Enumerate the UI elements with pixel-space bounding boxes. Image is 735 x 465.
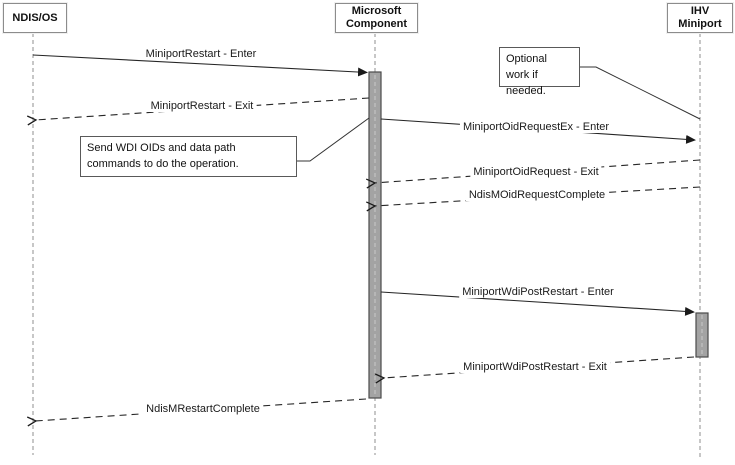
message-label-ndis-m-restart-complete: NdisMRestartComplete — [143, 403, 263, 415]
note-connector-optional-work — [580, 66, 701, 120]
note-send-wdi-oids: Send WDI OIDs and data path commands to … — [80, 136, 297, 177]
activation-bar-microsoft-component — [368, 71, 382, 399]
message-label-miniport-restart-exit: MiniportRestart - Exit — [147, 100, 257, 112]
message-line-miniport-wdi-post-restart-enter — [380, 291, 695, 316]
actor-box-ndis-os: NDIS/OS — [3, 3, 67, 33]
actor-box-ihv-miniport: IHV Miniport — [667, 3, 733, 33]
message-line-miniport-wdi-post-restart-exit — [383, 356, 695, 378]
actor-box-microsoft-component: Microsoft Component — [335, 3, 418, 33]
activation-bar-ihv-miniport — [695, 312, 709, 358]
message-line-miniport-restart-enter — [32, 54, 368, 77]
actor-label-microsoft-component: Microsoft Component — [345, 5, 408, 30]
message-label-miniport-wdi-post-restart-exit: MiniportWdiPostRestart - Exit — [460, 361, 610, 373]
message-line-miniport-oid-request-exit — [374, 159, 701, 183]
message-label-ndis-m-oid-request-complete: NdisMOidRequestComplete — [465, 189, 609, 201]
actor-label-ndis-os: NDIS/OS — [12, 11, 58, 24]
message-line-miniport-restart-exit — [35, 97, 370, 120]
message-label-miniport-wdi-post-restart-enter: MiniportWdiPostRestart - Enter — [459, 286, 617, 298]
note-send-wdi-oids-text: Send WDI OIDs and data path commands to … — [87, 142, 239, 170]
note-optional-work-text: Optional work if needed. — [506, 53, 547, 97]
note-connector-send-wdi-oids — [297, 117, 370, 162]
actor-label-ihv-miniport: IHV Miniport — [678, 5, 722, 30]
message-label-miniport-oid-request-ex-enter: MiniportOidRequestEx - Enter — [459, 121, 613, 133]
message-line-ndis-m-restart-complete — [35, 398, 367, 421]
note-optional-work: Optional work if needed. — [499, 47, 580, 97]
message-label-miniport-oid-request-exit: MiniportOidRequest - Exit — [470, 166, 602, 178]
message-line-ndis-m-oid-request-complete — [374, 186, 701, 206]
message-label-miniport-restart-enter: MiniportRestart - Enter — [142, 48, 260, 60]
